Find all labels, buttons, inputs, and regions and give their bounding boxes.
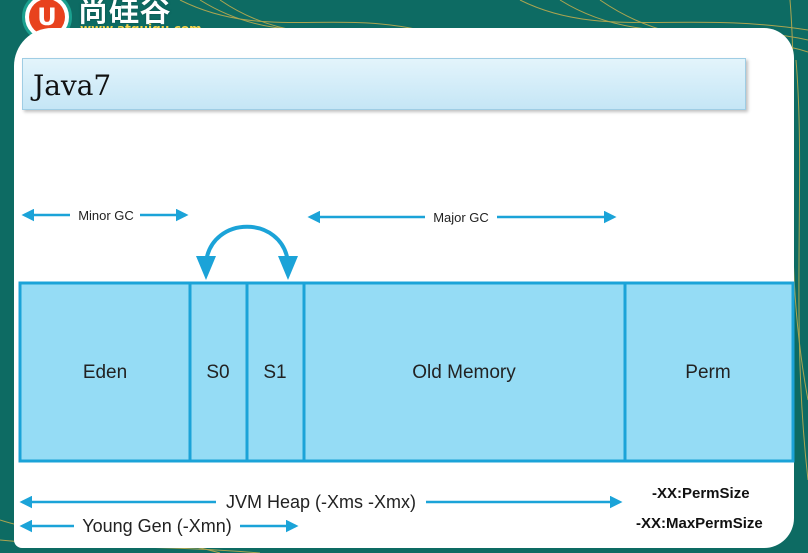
jvm-heap-label: JVM Heap (-Xms -Xmx): [226, 492, 416, 512]
region-perm-label: Perm: [685, 362, 730, 383]
region-s0: [188, 281, 249, 463]
survivor-swap-arrow: [204, 224, 290, 263]
region-old-memory-label: Old Memory: [412, 362, 516, 383]
region-s0-label: S0: [206, 362, 229, 383]
region-eden-label: Eden: [83, 362, 127, 383]
max-perm-size-option: -XX:MaxPermSize: [636, 515, 763, 532]
minor-gc-arrow: Minor GC: [21, 208, 189, 223]
memory-regions: Eden S0 S1 Old Memory Perm: [18, 281, 795, 463]
perm-size-option: -XX:PermSize: [652, 485, 750, 502]
region-old-memory: [302, 281, 627, 463]
minor-gc-label: Minor GC: [78, 208, 134, 223]
young-gen-label: Young Gen (-Xmn): [82, 516, 231, 536]
region-perm: [623, 281, 795, 463]
survivor-arrowhead-left: [196, 256, 216, 280]
region-s1-label: S1: [263, 362, 286, 383]
region-s1: [245, 281, 306, 463]
slide-title: Java7: [33, 69, 112, 102]
slide-title-bar: Java7: [22, 58, 746, 110]
survivor-arrowhead-right: [278, 256, 298, 280]
region-eden: [18, 281, 192, 463]
jvm-heap-arrow: JVM Heap (-Xms -Xmx): [19, 492, 623, 512]
major-gc-arrow: Major GC: [307, 210, 617, 225]
young-gen-arrow: Young Gen (-Xmn): [19, 516, 299, 536]
logo-brand-text: 尚硅谷: [78, 0, 171, 29]
major-gc-label: Major GC: [433, 210, 489, 225]
